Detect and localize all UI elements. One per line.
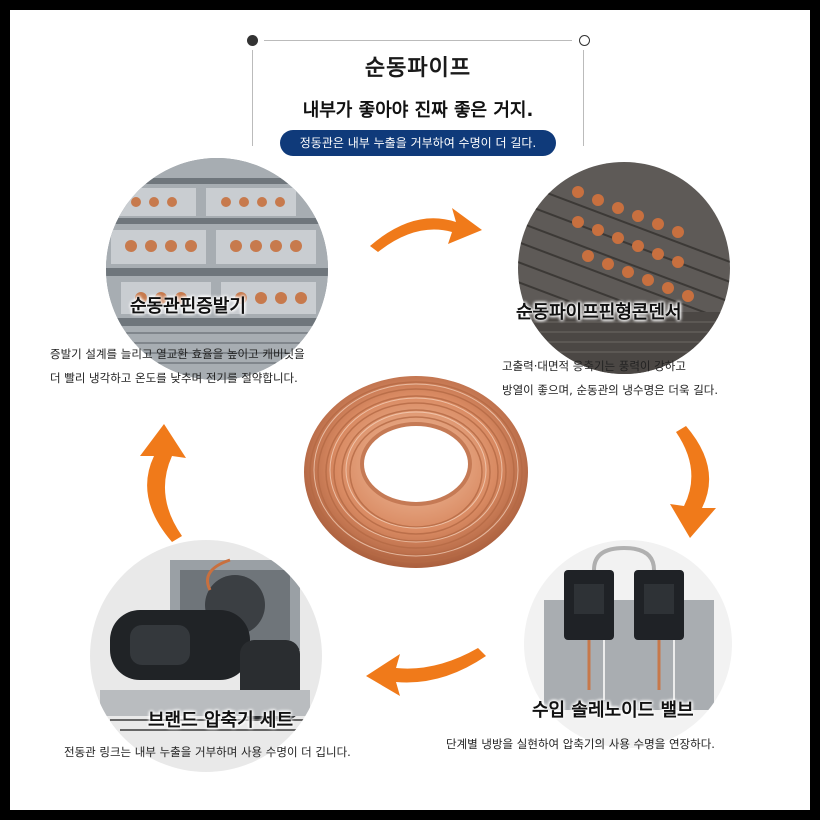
caption-compressor: 브랜드 압축기 세트 bbox=[148, 710, 294, 731]
product-poster: 순동파이프 내부가 좋아야 진짜 좋은 거지. 정동관은 내부 누출을 거부하여… bbox=[10, 10, 810, 810]
compressor-photo bbox=[90, 540, 322, 772]
desc-compressor: 전동관 링크는 내부 누출을 거부하며 사용 수명이 더 깁니다. bbox=[64, 745, 351, 759]
condenser-photo bbox=[518, 162, 730, 374]
copper-coil-image bbox=[298, 360, 534, 576]
header-left-line bbox=[252, 50, 253, 146]
caption-solenoid-valve: 수입 솔레노이드 밸브 bbox=[532, 700, 694, 721]
header-top-line bbox=[264, 40, 572, 41]
header-frame: 순동파이프 내부가 좋아야 진짜 좋은 거지. 정동관은 내부 누출을 거부하여… bbox=[247, 35, 590, 156]
desc-evaporator-line2: 더 빨리 냉각하고 온도를 낮추며 전기를 절약합니다. bbox=[50, 371, 298, 385]
caption-condenser: 순동파이프핀형콘덴서 bbox=[516, 302, 682, 323]
arrow-up-icon bbox=[140, 424, 186, 542]
page-title: 순동파이프 bbox=[364, 56, 472, 81]
info-badge: 정동관은 내부 누출을 거부하여 수명이 더 길다. bbox=[280, 130, 556, 156]
desc-condenser-line2: 방열이 좋으며, 순동관의 냉수명은 더욱 길다. bbox=[502, 383, 719, 397]
evaporator-photo bbox=[106, 158, 328, 380]
desc-evaporator-line1: 증발기 설계를 늘리고 열교환 효율을 높이고 캐비닛을 bbox=[50, 347, 305, 361]
arrow-left-icon bbox=[366, 648, 486, 696]
page-subtitle: 내부가 좋아야 진짜 좋은 거지. bbox=[302, 100, 534, 121]
desc-solenoid-valve: 단계별 냉방을 실현하여 압축기의 사용 수명을 연장하다. bbox=[446, 737, 715, 751]
solenoid-valve-photo bbox=[524, 540, 732, 748]
desc-condenser-line1: 고출력·대면적 응축기는 풍력이 강하고 bbox=[502, 359, 686, 373]
arrow-right-icon bbox=[370, 208, 482, 252]
caption-evaporator: 순동관핀증발기 bbox=[130, 296, 246, 317]
header-right-line bbox=[583, 50, 584, 146]
filled-dot-icon bbox=[247, 35, 258, 46]
hollow-dot-icon bbox=[579, 35, 590, 46]
arrow-down-icon bbox=[670, 426, 716, 538]
